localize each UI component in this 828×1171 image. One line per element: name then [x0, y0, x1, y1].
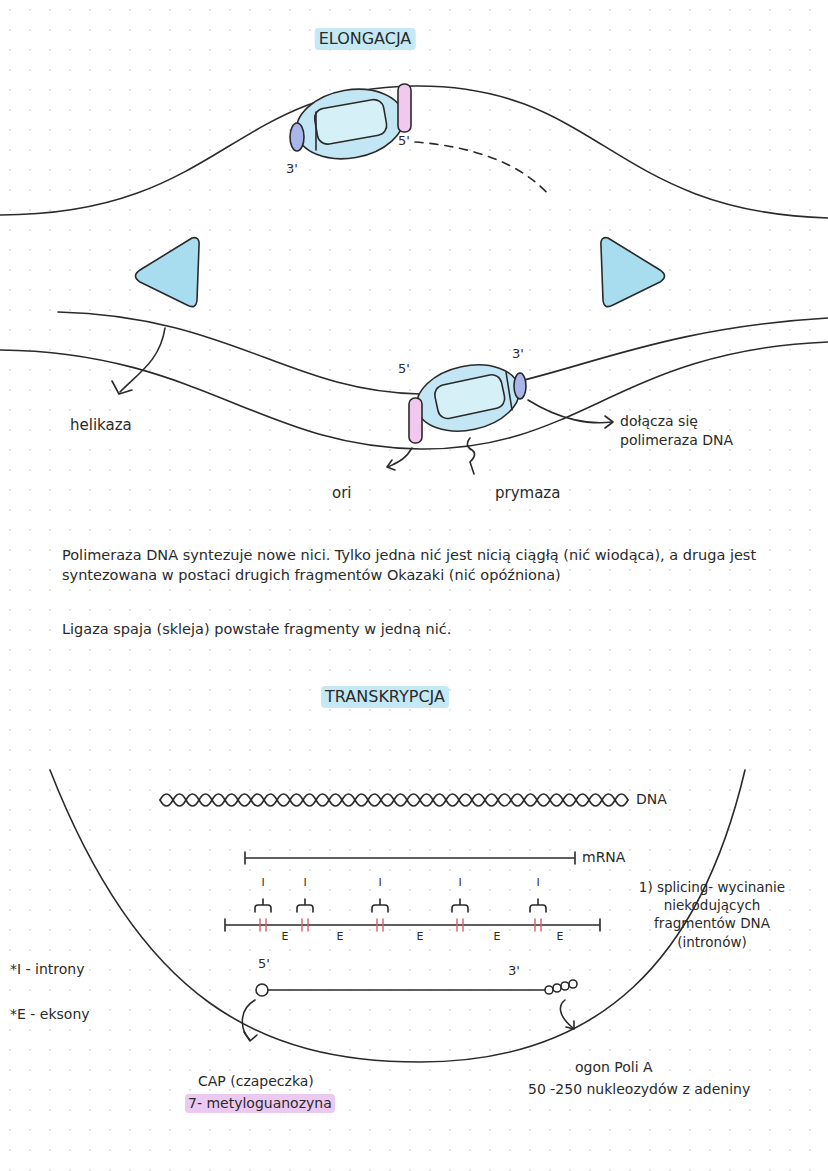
leader-line	[560, 1000, 573, 1028]
note-text: 1) splicing- wycinanie niekodujących fra…	[632, 878, 792, 951]
leader-line	[120, 328, 165, 392]
leader-line	[528, 400, 612, 423]
polymerase-inner	[315, 112, 317, 150]
intron-mark-label: I	[300, 876, 310, 891]
dna-strand	[0, 342, 828, 449]
intron-bracket	[372, 899, 388, 912]
intron-mark	[377, 919, 383, 931]
arrow-head	[605, 416, 613, 428]
new-strand	[415, 142, 550, 196]
part-name: ori	[332, 483, 352, 503]
intron-mark-label: I	[455, 876, 465, 891]
part-name: prymaza	[495, 483, 560, 503]
polymerase-body	[291, 81, 409, 167]
intron-mark	[302, 919, 308, 931]
cap-symbol	[256, 984, 268, 996]
intron-mark	[457, 919, 463, 931]
leader-line	[467, 438, 474, 474]
note-text: Ligaza spaja (skleja) powstałe fragmenty…	[62, 620, 807, 640]
polymerase-cap	[398, 84, 411, 132]
exon-label: E	[490, 930, 504, 945]
exon-label: E	[413, 930, 427, 945]
poly-a-symbol	[561, 982, 569, 990]
intron-mark-label: I	[375, 876, 385, 891]
poly-a-symbol	[569, 980, 577, 988]
helicase-symbol	[136, 238, 200, 307]
arrow-head	[112, 381, 132, 394]
intron-mark-label: I	[258, 876, 268, 891]
intron-mark	[535, 919, 541, 931]
strand-end: 3'	[508, 962, 520, 980]
arrow-head	[566, 1021, 574, 1029]
strand-end: 3'	[512, 345, 524, 363]
nucleus-outline	[50, 770, 745, 1062]
intron-mark-label: I	[533, 876, 543, 891]
legend-note: *I - introny	[10, 960, 85, 979]
poly-a-symbol	[553, 984, 561, 992]
note-text: 50 -250 nukleozydów z adeniny	[528, 1080, 758, 1099]
mrna-line	[245, 852, 575, 864]
helicase-symbol	[601, 238, 665, 307]
intron-bracket	[530, 899, 546, 912]
exon-label: E	[278, 930, 292, 945]
polymerase-cap	[409, 398, 422, 443]
drawing-group	[0, 81, 828, 1062]
polymerase-cap	[514, 373, 526, 399]
intron-bracket	[297, 899, 313, 912]
part-name: mRNA	[582, 848, 625, 867]
note-text: Polimeraza DNA syntezuje nowe nici. Tylk…	[62, 546, 807, 585]
intron-bracket	[452, 899, 468, 912]
polymerase-inner	[433, 373, 507, 420]
polymerase-cap	[290, 123, 304, 151]
poly-a-symbol	[545, 986, 553, 994]
arrow-head	[244, 1032, 257, 1041]
intron-bracket	[255, 899, 271, 912]
part-name: ogon Poli A	[575, 1058, 653, 1077]
leader-line	[388, 448, 412, 467]
dna-helix	[160, 794, 628, 806]
exon-label: E	[333, 930, 347, 945]
dna-helix	[160, 794, 628, 806]
drawing-group	[260, 919, 541, 931]
strand-end: 5'	[258, 955, 270, 973]
dna-strand	[0, 86, 828, 218]
intron-mark	[260, 919, 266, 931]
strand-end: 3'	[286, 160, 298, 178]
leader-line	[242, 1000, 255, 1040]
strand-end: 5'	[398, 360, 410, 378]
legend-note: *E - eksony	[10, 1005, 90, 1024]
strand-end: 5'	[398, 132, 410, 150]
section-heading: TRANSKRYPCJA	[321, 686, 449, 708]
polymerase-body	[410, 356, 525, 440]
part-name: helikaza	[70, 415, 132, 435]
exon-label: E	[553, 930, 567, 945]
arrow-head	[387, 460, 395, 470]
part-name: dołącza się polimeraza DNA	[620, 412, 760, 450]
pre-mrna-line	[225, 919, 600, 931]
polymerase-inner	[313, 98, 388, 146]
polymerase-inner	[506, 372, 512, 410]
note-text: 7- metyloguanozyna	[185, 1094, 335, 1113]
mature-mrna-line	[268, 989, 545, 991]
part-name: CAP (czapeczka)	[198, 1072, 314, 1091]
part-name: DNA	[636, 790, 667, 809]
section-heading: ELONGACJA	[315, 28, 416, 50]
